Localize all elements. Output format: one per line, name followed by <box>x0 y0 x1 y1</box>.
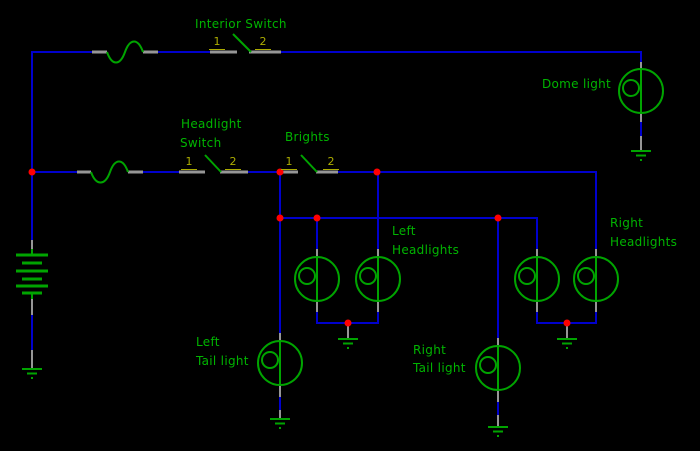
switch-blade-icon[interactable] <box>204 154 222 173</box>
junction-dot <box>494 214 502 222</box>
interior-circuit-fuse <box>106 40 144 64</box>
left-headlights-label-line1: Left <box>392 224 416 238</box>
headlight-switch-label-line2: Switch <box>180 136 222 150</box>
junction-dot <box>276 168 284 176</box>
brights-switch-pin2-label: 2 <box>323 156 339 170</box>
left-headlights-ground <box>338 338 358 349</box>
ground-icon <box>488 426 508 437</box>
junction-dot <box>563 319 571 327</box>
wires <box>31 51 642 415</box>
ground-icon <box>270 418 290 429</box>
right-headlight-outer-lamp <box>573 256 619 302</box>
dome-light-ground <box>631 150 651 161</box>
left-tail-ground <box>270 418 290 429</box>
dome-light-label: Dome light <box>542 77 612 91</box>
junction-dot <box>313 214 321 222</box>
right-tail-label-line1: Right <box>413 343 447 357</box>
battery <box>16 249 48 299</box>
lamp-filament-icon <box>577 267 595 285</box>
right-tail-ground <box>488 426 508 437</box>
ground-icon <box>557 338 577 349</box>
battery-ground <box>22 368 42 379</box>
terminal-stubs <box>31 50 642 427</box>
left-headlight-outer-lamp <box>294 256 340 302</box>
brights-label: Brights <box>285 130 330 144</box>
dome-light-lamp <box>618 68 664 114</box>
headlight-circuit-fuse <box>90 160 129 184</box>
ground-icon <box>22 368 42 379</box>
right-tail-label-line2: Tail light <box>413 361 466 375</box>
junction-dot <box>344 319 352 327</box>
fuse-icon <box>106 40 144 64</box>
switch-blade-icon[interactable] <box>300 154 318 173</box>
left-headlights-label-line2: Headlights <box>392 243 460 257</box>
right-headlight-inner-lamp <box>514 256 560 302</box>
lamp-filament-icon <box>479 356 497 374</box>
fuse-icon <box>90 160 129 184</box>
junction-dots <box>28 168 571 327</box>
ground-icon <box>338 338 358 349</box>
lamp-filament-icon <box>622 79 640 97</box>
headlight-switch-label-line1: Headlight <box>181 117 242 131</box>
lamp-filament-icon <box>298 267 316 285</box>
brights-switch-pin1-label: 1 <box>281 156 297 170</box>
ground-icon <box>631 150 651 161</box>
junction-dot <box>28 168 36 176</box>
left-tail-label-line1: Left <box>196 335 220 349</box>
junction-dot <box>373 168 381 176</box>
right-headlights-label-line2: Headlights <box>610 235 678 249</box>
lamp-filament-icon <box>261 351 279 369</box>
interior-switch-pin1-label: 1 <box>209 36 225 50</box>
headlight-switch-pin2-label: 2 <box>225 156 241 170</box>
junction-dot <box>276 214 284 222</box>
lamp-filament-icon <box>518 267 536 285</box>
headlight-switch-pin1-label: 1 <box>181 156 197 170</box>
left-tail-label-line2: Tail light <box>196 354 249 368</box>
switch-blade-icon[interactable] <box>232 33 252 53</box>
right-tail-light-lamp <box>475 345 521 391</box>
interior-switch-label: Interior Switch <box>195 17 287 31</box>
interior-switch-pin2-label: 2 <box>255 36 271 50</box>
headlight-switch[interactable] <box>204 154 222 173</box>
brights-switch[interactable] <box>300 154 318 173</box>
interior-switch[interactable] <box>232 33 252 53</box>
right-headlights-ground <box>557 338 577 349</box>
lamp-filament-icon <box>359 267 377 285</box>
left-headlight-inner-lamp <box>355 256 401 302</box>
right-headlights-label-line1: Right <box>610 216 644 230</box>
left-tail-light-lamp <box>257 340 303 386</box>
